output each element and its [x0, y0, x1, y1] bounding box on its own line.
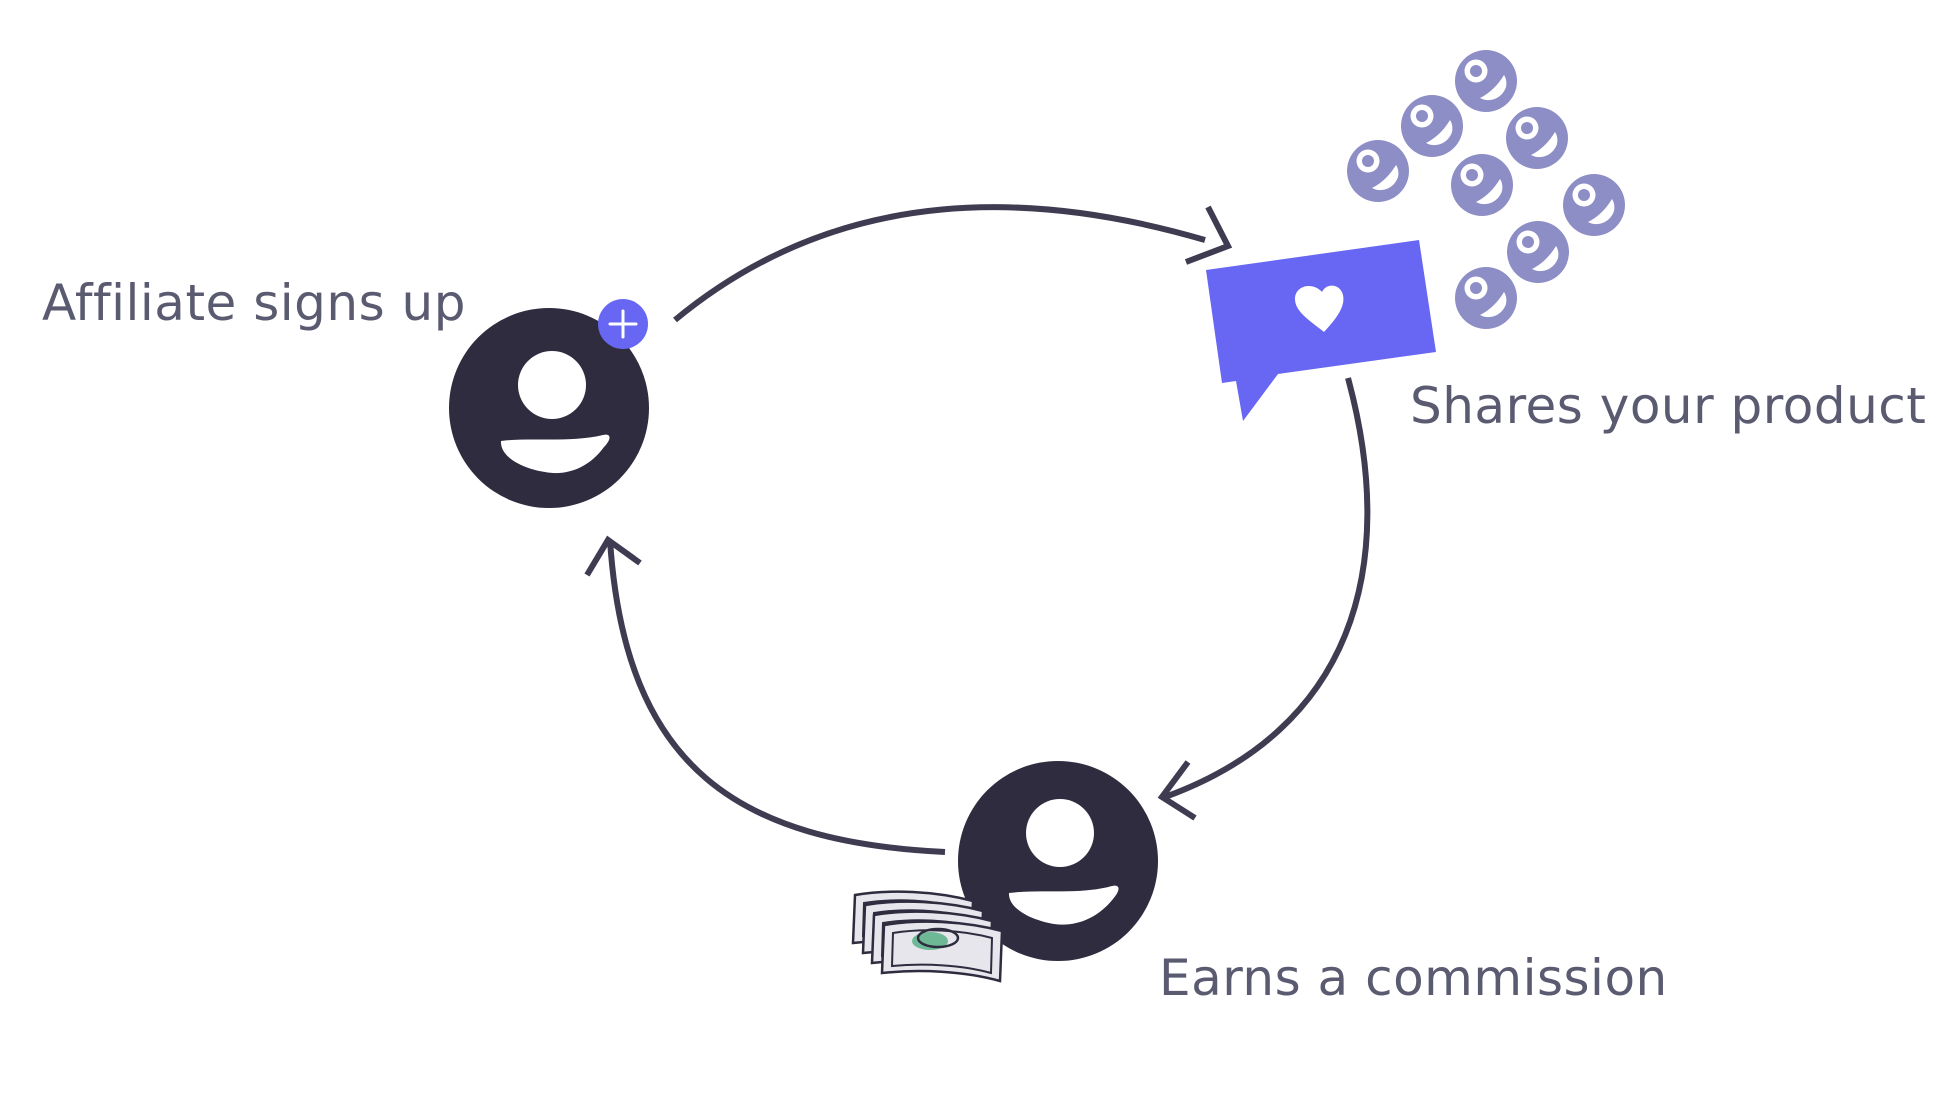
cash-stack-icon: [851, 890, 1004, 983]
smiley-icon: [1506, 107, 1568, 169]
person-icon: [449, 308, 649, 508]
smiley-icon: [1507, 221, 1569, 283]
smiley-icon: [1451, 154, 1513, 216]
step-label-signup: Affiliate signs up: [42, 274, 466, 332]
speech-bubble-heart-icon: [1206, 240, 1436, 421]
arrow-commission-to-signup: [584, 535, 946, 855]
person-icon: [958, 761, 1158, 961]
arrow-share-to-commission: [1157, 377, 1371, 821]
step-label-commission: Earns a commission: [1159, 949, 1668, 1007]
arrow-signup-to-share: [673, 204, 1233, 323]
smiley-icon: [1401, 95, 1463, 157]
smiley-icon: [1563, 174, 1625, 236]
step-label-share: Shares your product: [1410, 377, 1926, 435]
plus-icon: [598, 299, 648, 349]
smiley-icon: [1347, 140, 1409, 202]
smiley-icon: [1455, 50, 1517, 112]
smiley-icon: [1455, 267, 1517, 329]
